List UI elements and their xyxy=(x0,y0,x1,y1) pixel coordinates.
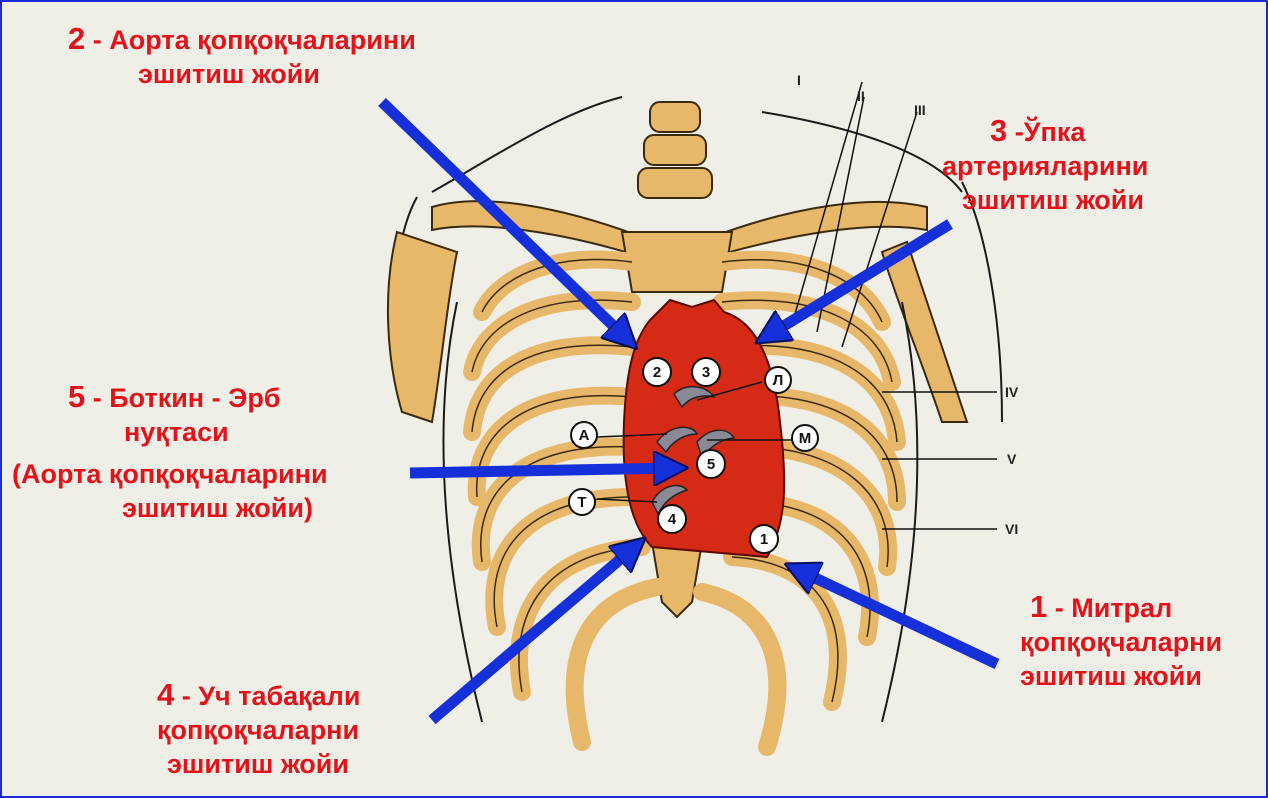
label-mitral-line2: қопқоқчаларни xyxy=(1020,625,1222,659)
circle-m: М xyxy=(792,425,818,451)
label-aortic-line2: эшитиш жойи xyxy=(68,57,416,91)
circle-5: 5 xyxy=(697,450,725,478)
circle-1: 1 xyxy=(750,525,778,553)
label-tricuspid-line2: қопқоқчаларни xyxy=(157,713,360,747)
label-tricuspid-line1: - Уч табақали xyxy=(174,681,360,711)
roman-ii: II xyxy=(857,88,865,104)
circle-2: 2 xyxy=(643,358,671,386)
label-pulmonary: 3 -Ўпка артерияларини эшитиш жойи xyxy=(942,114,1148,217)
label-botkin-line1: - Боткин - Эрб xyxy=(85,383,280,413)
label-pulmonary-line3: эшитиш жойи xyxy=(942,183,1148,217)
label-aortic-number: 2 xyxy=(68,21,85,56)
circle-t: Т xyxy=(569,489,595,515)
right-humerus xyxy=(882,242,967,422)
svg-text:Т: Т xyxy=(577,494,586,511)
label-botkin-number: 5 xyxy=(68,379,85,414)
svg-text:1: 1 xyxy=(760,531,768,548)
circle-a: А xyxy=(571,422,597,448)
circle-l: Л xyxy=(765,367,791,393)
roman-iii: III xyxy=(914,102,926,118)
label-tricuspid-number: 4 xyxy=(157,677,174,712)
label-mitral-number: 1 xyxy=(1030,589,1047,624)
label-pulmonary-line1: -Ўпка xyxy=(1007,117,1085,147)
label-botkin-line3: (Аорта қопқоқчаларини xyxy=(12,457,328,491)
roman-i: I xyxy=(797,72,801,88)
label-mitral-line3: эшитиш жойи xyxy=(1020,659,1222,693)
circle-3: 3 xyxy=(692,358,720,386)
svg-text:2: 2 xyxy=(653,364,661,381)
roman-v: V xyxy=(1007,451,1016,467)
label-mitral: 1 - Митрал қопқоқчаларни эшитиш жойи xyxy=(1020,590,1222,693)
label-tricuspid: 4 - Уч табақали қопқоқчаларни эшитиш жой… xyxy=(157,678,360,781)
label-aortic: 2 - Аорта қопқоқчаларини эшитиш жойи xyxy=(68,22,416,91)
svg-text:5: 5 xyxy=(707,456,715,473)
label-pulmonary-number: 3 xyxy=(990,113,1007,148)
label-tricuspid-line3: эшитиш жойи xyxy=(157,747,360,781)
cervical-vertebra-2 xyxy=(644,135,706,165)
label-aortic-line1: - Аорта қопқоқчаларини xyxy=(85,25,416,55)
cervical-vertebra-1 xyxy=(650,102,700,132)
roman-iv: IV xyxy=(1005,384,1018,400)
label-botkin-line2: нуқтаси xyxy=(12,415,328,449)
label-mitral-line1: - Митрал xyxy=(1047,593,1172,623)
circle-4: 4 xyxy=(658,505,686,533)
svg-text:Л: Л xyxy=(773,372,784,389)
cervical-vertebra-3 xyxy=(638,168,712,198)
label-pulmonary-line2: артерияларини xyxy=(942,149,1148,183)
svg-text:3: 3 xyxy=(702,364,710,381)
label-botkin: 5 - Боткин - Эрб нуқтаси (Аорта қопқоқча… xyxy=(12,380,328,525)
svg-text:М: М xyxy=(799,430,812,447)
shoulder-line-right xyxy=(762,112,962,192)
svg-text:4: 4 xyxy=(668,511,677,528)
svg-text:А: А xyxy=(579,427,590,444)
left-humerus xyxy=(388,232,457,422)
roman-vi: VI xyxy=(1005,521,1018,537)
label-botkin-line4: эшитиш жойи) xyxy=(12,491,328,525)
arrow-botkin xyxy=(410,468,678,473)
